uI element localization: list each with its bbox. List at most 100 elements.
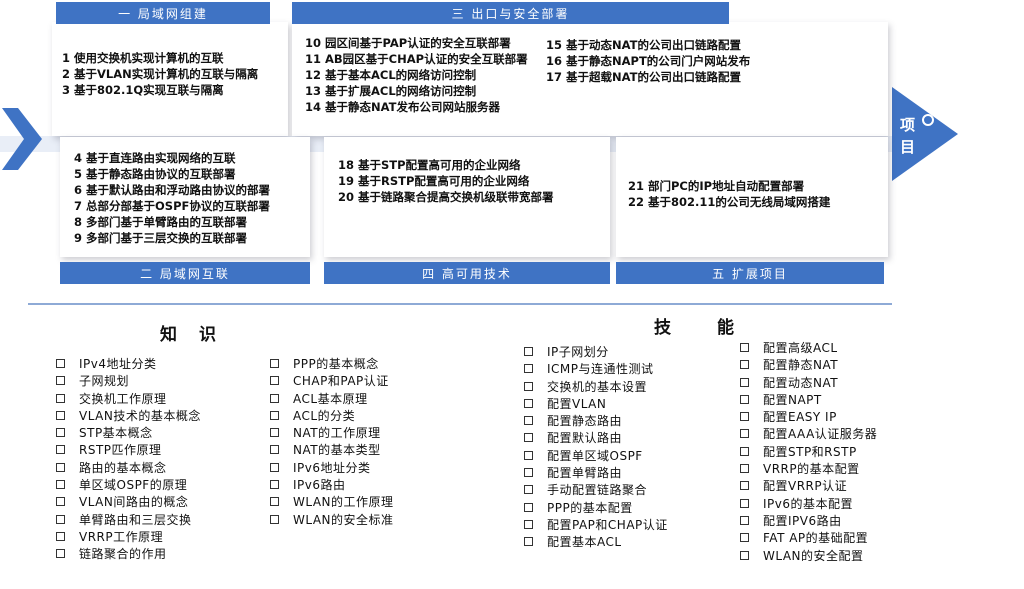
list-item: 11 AB园区基于CHAP认证的安全互联部署 [305,52,528,66]
section-1-header: 一 局域网组建 [56,2,270,24]
checkbox-icon [524,537,533,547]
section-5-header: 五 扩展项目 [616,262,884,284]
list-item: VRRP工作原理 [56,529,201,546]
checkbox-icon [56,393,65,403]
list-item: 配置基本ACL [524,534,668,551]
list-item: NAT的工作原理 [270,425,394,442]
checkbox-icon [270,514,279,524]
checkbox-icon [56,376,65,386]
checkbox-icon [740,360,749,370]
checkbox-icon [270,462,279,472]
section-1-items: 1 使用交换机实现计算机的互联 2 基于VLAN实现计算机的互联与隔离 3 基于… [62,50,258,98]
list-item: ACL基本原理 [270,391,394,408]
list-item: 15 基于动态NAT的公司出口链路配置 [546,38,741,52]
checkbox-icon [740,533,749,543]
checkbox-icon [270,376,279,386]
section-2-card [60,137,310,257]
list-item: 1 使用交换机实现计算机的互联 [62,51,224,65]
skills-list-col2: 配置高级ACL 配置静态NAT 配置动态NAT 配置NAPT 配置EASY IP… [740,340,877,565]
checkbox-icon [56,531,65,541]
checkbox-icon [524,519,533,529]
checkbox-icon [740,343,749,352]
list-item: WLAN的安全配置 [740,548,877,565]
checkbox-icon [740,550,749,560]
checkbox-icon [524,364,533,374]
list-item: 配置PAP和CHAP认证 [524,517,668,534]
checkbox-icon [740,377,749,387]
checkbox-icon [524,468,533,478]
list-item: RSTP匹作原理 [56,442,201,459]
section-4-items: 18 基于STP配置高可用的企业网络 19 基于RSTP配置高可用的企业网络 2… [338,157,554,205]
checkbox-icon [270,393,279,403]
skills-list-col1: IP子网划分 ICMP与连通性测试 交换机的基本设置 配置VLAN 配置静态路由… [524,344,668,552]
section-3-header: 三 出口与安全部署 [292,2,729,24]
list-item: 18 基于STP配置高可用的企业网络 [338,158,521,172]
list-item: PPP的基本概念 [270,356,394,373]
list-item: 16 基于静态NAPT的公司门户网站发布 [546,54,751,68]
list-item: STP基本概念 [56,425,201,442]
checkbox-icon [524,450,533,460]
checkbox-icon [56,359,65,368]
list-item: VLAN间路由的概念 [56,494,201,511]
list-item: 4 基于直连路由实现网络的互联 [74,151,236,165]
list-item: 手动配置链路聚合 [524,482,668,499]
list-item: 5 基于静态路由协议的互联部署 [74,167,236,181]
list-item: 3 基于802.1Q实现互联与隔离 [62,83,224,97]
checkbox-icon [740,394,749,404]
list-item: 14 基于静态NAT发布公司网站服务器 [305,100,500,114]
list-item: 配置NAPT [740,392,877,409]
checkbox-icon [740,412,749,422]
list-item: 19 基于RSTP配置高可用的企业网络 [338,174,530,188]
list-item: CHAP和PAP认证 [270,373,394,390]
list-item: ACL的分类 [270,408,394,425]
list-item: IPv6的基本配置 [740,496,877,513]
checkbox-icon [524,485,533,495]
checkbox-icon [740,464,749,474]
section-4-card [324,137,610,257]
list-item: 配置高级ACL [740,340,877,357]
list-item: 2 基于VLAN实现计算机的互联与隔离 [62,67,259,81]
list-item: 路由的基本概念 [56,460,201,477]
list-item: 配置单臂路由 [524,465,668,482]
list-item: 17 基于超载NAT的公司出口链路配置 [546,70,741,84]
section-4-header: 四 高可用技术 [324,262,610,284]
list-item: 交换机的基本设置 [524,379,668,396]
list-item: 配置IPV6路由 [740,513,877,530]
list-item: 13 基于扩展ACL的网络访问控制 [305,84,477,98]
list-item: 9 多部门基于三层交换的互联部署 [74,231,248,245]
list-item: IPv6地址分类 [270,460,394,477]
list-item: 配置VRRP认证 [740,478,877,495]
checkbox-icon [524,398,533,408]
list-item: 7 总部分部基于OSPF协议的互联部署 [74,199,270,213]
list-item: 单臂路由和三层交换 [56,512,201,529]
list-item: WLAN的安全标准 [270,512,394,529]
list-item: NAT的基本类型 [270,442,394,459]
checkbox-icon [270,359,279,368]
list-item: FAT AP的基础配置 [740,530,877,547]
checkbox-icon [740,498,749,508]
list-item: 配置EASY IP [740,409,877,426]
chevron-arrow-icon [2,108,42,170]
list-item: 6 基于默认路由和浮动路由协议的部署 [74,183,271,197]
checkbox-icon [56,410,65,420]
checkbox-icon [270,497,279,507]
section-3-items-right: 15 基于动态NAT的公司出口链路配置 16 基于静态NAPT的公司门户网站发布… [546,37,750,85]
section-5-card [616,137,888,257]
project-arrow-icon [892,87,958,181]
list-item: 链路聚合的作用 [56,546,201,563]
checkbox-icon [270,480,279,490]
checkbox-icon [524,347,533,356]
list-item: VLAN技术的基本概念 [56,408,201,425]
checkbox-icon [56,462,65,472]
section-3-card [292,22,888,136]
list-item: 21 部门PC的IP地址自动配置部署 [628,179,805,193]
skills-title: 技能 [654,318,780,338]
checkbox-icon [56,428,65,438]
list-item: 12 基于基本ACL的网络访问控制 [305,68,477,82]
list-item: IPv6路由 [270,477,394,494]
checkbox-icon [56,549,65,559]
checkbox-icon [56,480,65,490]
list-item: 子网规划 [56,373,201,390]
checkbox-icon [270,410,279,420]
checkbox-icon [270,445,279,455]
